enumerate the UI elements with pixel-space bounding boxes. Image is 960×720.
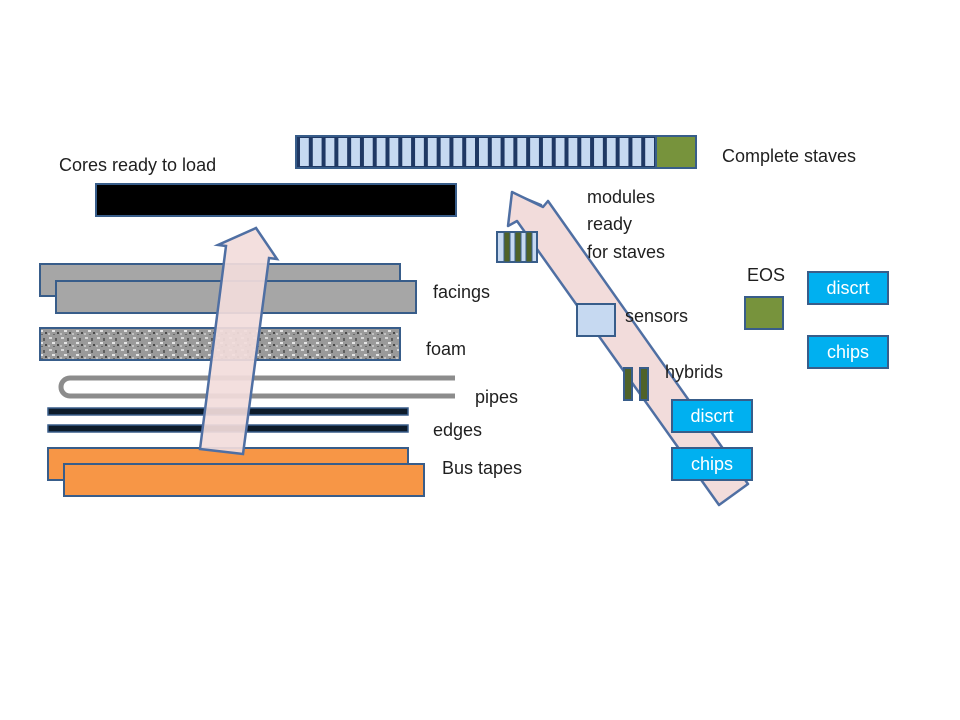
sensors-label: sensors xyxy=(625,306,688,326)
eos-square xyxy=(744,296,784,330)
stave-module-segment xyxy=(363,138,373,166)
cooling-pipe xyxy=(58,375,455,399)
stave-module-segment xyxy=(530,138,539,166)
modules-label-line2: ready xyxy=(587,214,632,234)
bus-tape-front xyxy=(63,463,425,497)
stave-module-segment xyxy=(376,138,386,166)
bus-tapes-label: Bus tapes xyxy=(442,458,522,478)
stave-module-segment xyxy=(594,138,603,166)
stave-module-segment xyxy=(325,138,335,166)
modules-label-line3: for staves xyxy=(587,242,665,262)
stave-module-segment xyxy=(351,138,360,166)
stave-module-segment xyxy=(402,138,412,166)
stave-module-segment xyxy=(300,138,309,166)
eos-label: EOS xyxy=(747,265,785,285)
core-flow-arrow xyxy=(198,226,280,456)
stave-eos-end xyxy=(655,135,697,169)
stave-module-segment xyxy=(453,138,463,166)
stave-module-segment xyxy=(645,138,654,166)
foam-label: foam xyxy=(426,339,466,359)
stave-module-segment xyxy=(606,138,616,166)
stave-module-segment xyxy=(479,138,488,166)
sensor-square xyxy=(576,303,616,337)
hybrid-strip-2 xyxy=(639,367,649,401)
stave-module-segment xyxy=(555,138,565,166)
chips-box-right: chips xyxy=(807,335,889,369)
core-ready-bar xyxy=(95,183,457,217)
pipes-label: pipes xyxy=(475,387,518,407)
stave-module-segment xyxy=(415,138,424,166)
stave-module-segment xyxy=(427,138,437,166)
stave-module-segment xyxy=(542,138,552,166)
stave-module-segment xyxy=(389,138,399,166)
stave-module-segment xyxy=(581,138,591,166)
discrt-box-right: discrt xyxy=(807,271,889,305)
stave-module-segment xyxy=(312,138,322,166)
stave-module-segment xyxy=(338,138,348,166)
discrt-label-mid: discrt xyxy=(690,406,733,426)
chips-label-right: chips xyxy=(827,342,869,362)
chips-box-mid: chips xyxy=(671,447,753,481)
module-icon xyxy=(496,231,538,263)
chips-label-mid: chips xyxy=(691,454,733,474)
stave-module-segment xyxy=(632,138,642,166)
stave-module-segment xyxy=(466,138,475,166)
stave-module-segment xyxy=(440,138,450,166)
modules-label-line1: modules xyxy=(587,187,655,207)
stave-module-segment xyxy=(504,138,514,166)
cores-ready-label: Cores ready to load xyxy=(59,155,216,175)
facings-label: facings xyxy=(433,282,490,302)
complete-stave xyxy=(295,135,697,169)
complete-staves-label: Complete staves xyxy=(722,146,856,166)
stave-module-segment xyxy=(568,138,578,166)
hybrid-strip-1 xyxy=(623,367,633,401)
edges-label: edges xyxy=(433,420,482,440)
stave-module-segment xyxy=(619,138,629,166)
discrt-box-mid: discrt xyxy=(671,399,753,433)
hybrids-label: hybrids xyxy=(665,362,723,382)
discrt-label-right: discrt xyxy=(826,278,869,298)
stave-module-segment xyxy=(491,138,501,166)
stave-module-segment xyxy=(517,138,527,166)
